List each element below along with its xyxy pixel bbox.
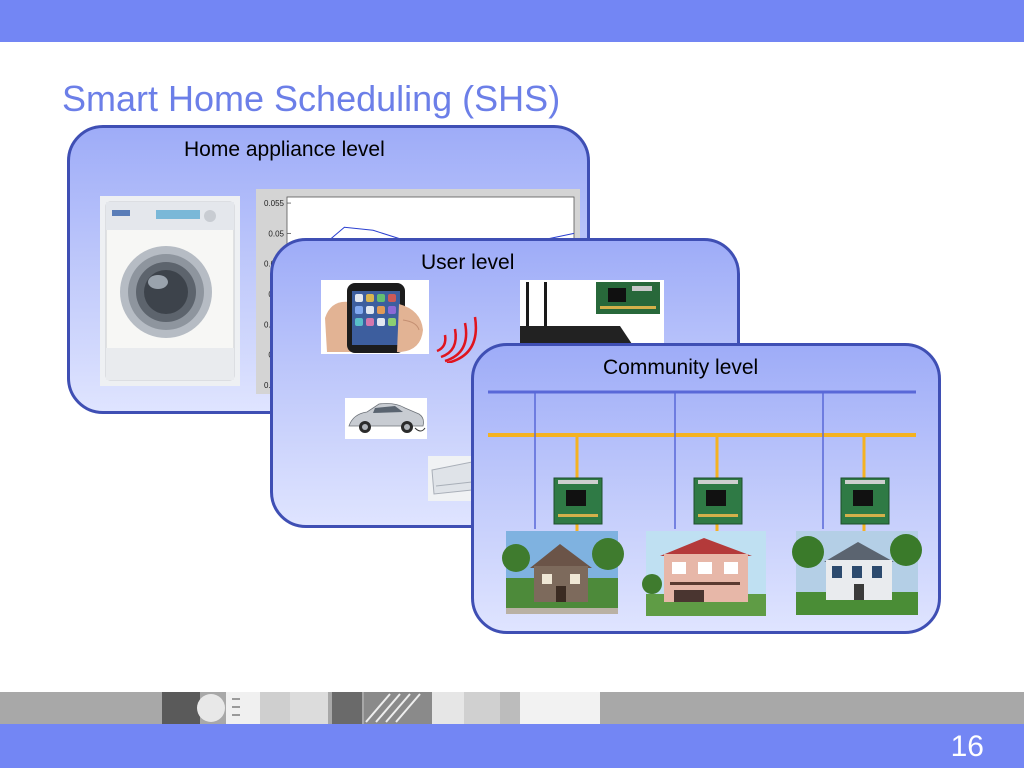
community-level-panel: Community level [471,343,941,634]
page-number: 16 [950,730,984,763]
wireless-router-image [520,280,664,346]
user-level-label: User level [421,251,515,274]
controller-board-1 [553,477,603,525]
smartphone-in-hand-image [321,280,429,354]
top-header-bar [0,0,1024,42]
electric-car-image [345,398,427,439]
chart-ytick-label-0: 0.055 [264,199,285,208]
house-photo-2 [642,531,766,616]
controller-board-3 [840,477,890,525]
wireless-signal-icon [433,311,483,363]
air-conditioner-image [428,456,472,501]
controller-board-2 [693,477,743,525]
house-photo-3 [792,531,922,615]
decorative-photo-strip [0,692,1024,724]
house-photo-1 [502,531,624,614]
slide-title: Smart Home Scheduling (SHS) [62,78,561,119]
community-network-diagram [488,390,922,616]
home-appliance-level-label: Home appliance level [184,138,385,161]
home-appliance-level-panel: Home appliance level 0.0550.050.0450.040… [67,125,590,414]
bottom-footer-bar: 16 [0,724,1024,768]
washing-machine-image [100,196,240,386]
chart-ytick-label-1: 0.05 [268,229,284,238]
community-level-label: Community level [603,356,759,379]
